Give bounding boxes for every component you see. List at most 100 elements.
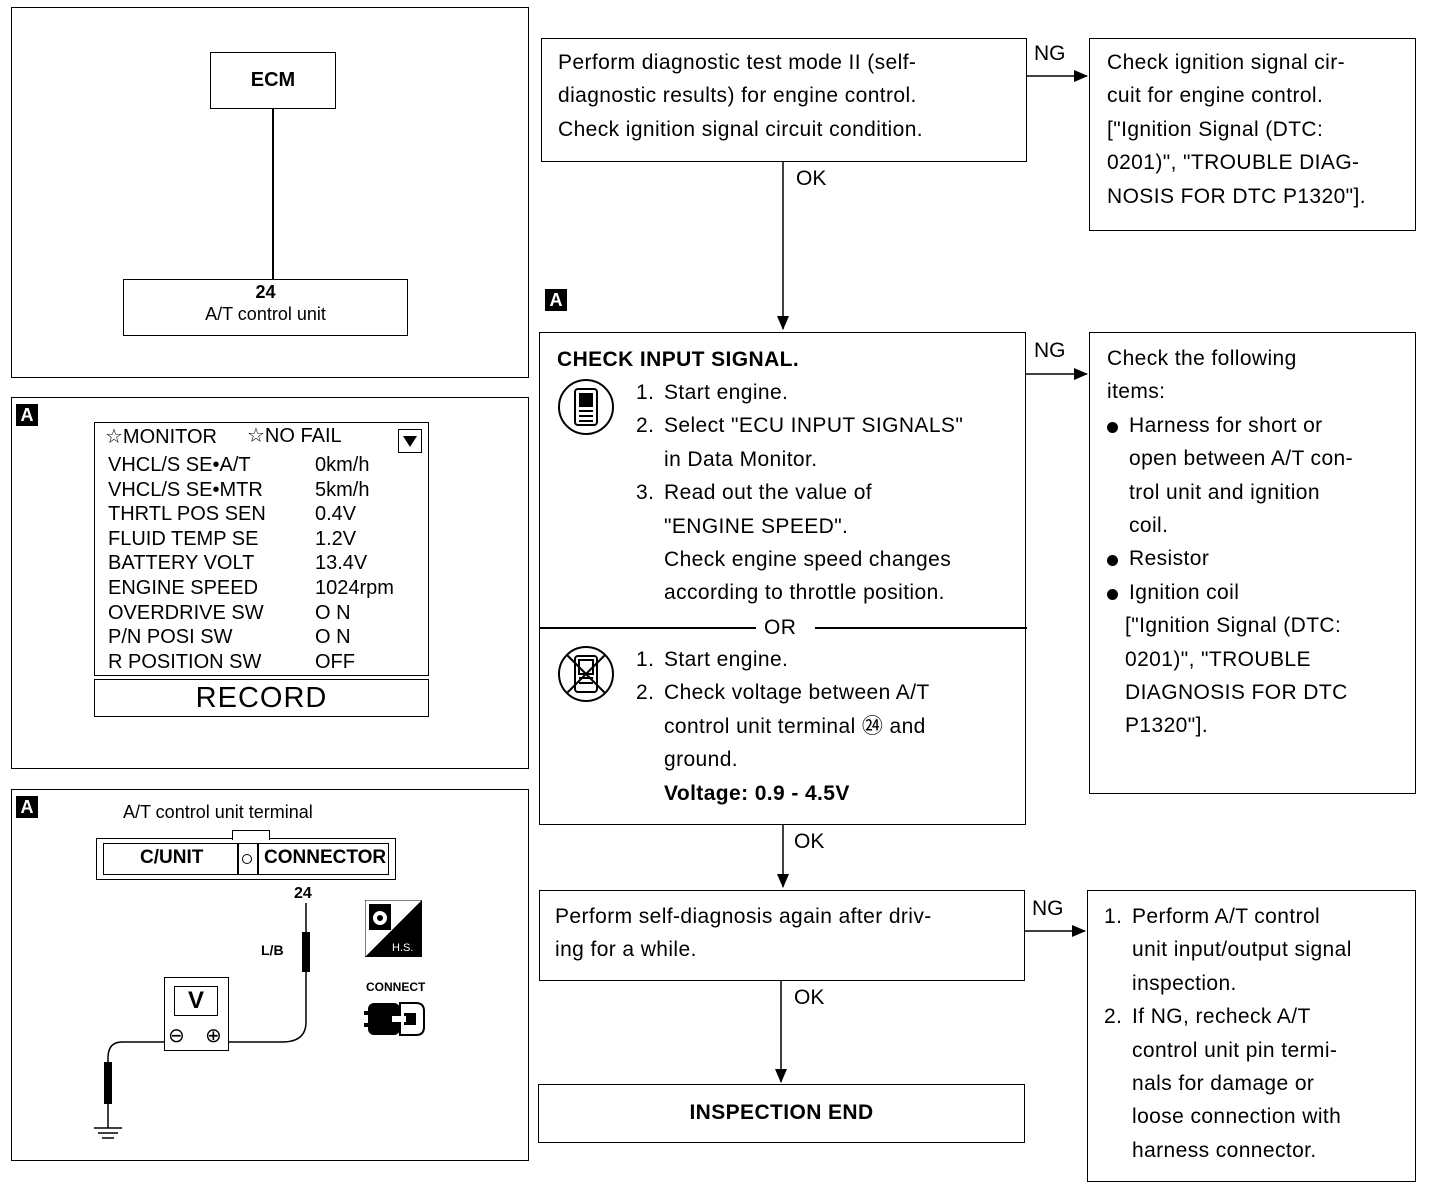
text-line: trol unit and ignition xyxy=(1129,480,1320,504)
text-line: ["Ignition Signal (DTC: xyxy=(1107,117,1324,141)
monitor-row-value: 1.2V xyxy=(315,527,357,550)
plus-terminal: ⊕ xyxy=(205,1025,222,1047)
text-line: DIAGNOSIS FOR DTC xyxy=(1125,681,1348,705)
atcu-box: 24 A/T control unit xyxy=(123,279,408,336)
text-line: Read out the value of xyxy=(664,481,873,505)
text-line: 0201)", "TROUBLE xyxy=(1125,647,1311,671)
connector-tab xyxy=(232,830,270,840)
text-line: cuit for engine control. xyxy=(1107,84,1324,108)
triangle-down-icon xyxy=(403,436,417,447)
hs-label: H.S. xyxy=(392,942,414,954)
ng-label: NG xyxy=(1032,897,1064,920)
text-line: Perform self-diagnosis again after driv- xyxy=(555,905,932,928)
ng-label: NG xyxy=(1034,339,1066,362)
text-line: Check engine speed changes xyxy=(664,548,952,572)
text-line: ground. xyxy=(664,748,739,772)
text-line: harness connector. xyxy=(1132,1138,1317,1162)
connector-label: CONNECTOR xyxy=(264,847,387,868)
text-line: diagnostic results) for engine control. xyxy=(558,84,917,108)
monitor-row-value: 0.4V xyxy=(315,503,357,526)
probe-wiring xyxy=(94,903,310,1139)
or-divider-left xyxy=(540,627,756,629)
bullet-item: Ignition coil xyxy=(1107,576,1415,609)
steps-with-consult: 1.Start engine.2.Select "ECU INPUT SIGNA… xyxy=(636,376,1016,610)
step-number: 2. xyxy=(636,414,655,438)
step-item: 3.Read out the value of"ENGINE SPEED".Ch… xyxy=(636,476,1016,610)
connect-icon xyxy=(364,1002,425,1036)
tag-a: A xyxy=(16,796,38,818)
text-line: Start engine. xyxy=(664,648,789,671)
monitor-row-label: OVERDRIVE SW xyxy=(108,601,264,624)
monitor-row-label: FLUID TEMP SE xyxy=(108,527,259,550)
ng-ignition-check: Check ignition signal cir- cuit for engi… xyxy=(1089,38,1416,231)
text-line: Harness for short or xyxy=(1129,413,1323,437)
or-label: OR xyxy=(764,616,797,639)
ecm-label: ECM xyxy=(250,69,296,91)
text-line: If NG, recheck A/T xyxy=(1132,1005,1311,1029)
step-number: 2. xyxy=(636,681,655,705)
pin-number: 24 xyxy=(255,282,276,302)
step-number: 1. xyxy=(636,648,655,671)
ok-label: OK xyxy=(794,830,825,853)
hs-icon: H.S. xyxy=(364,899,423,958)
tag-a: A xyxy=(16,404,38,426)
text-line: Ignition coil xyxy=(1129,580,1240,604)
text-line: control unit terminal ㉔ and xyxy=(664,714,926,738)
terminal-title: A/T control unit terminal xyxy=(123,802,313,822)
scroll-down-button[interactable] xyxy=(398,429,422,453)
monitor-header-right: ☆NO FAIL xyxy=(247,425,342,447)
monitor-row-value: OFF xyxy=(315,650,355,673)
no-consult-tool-icon xyxy=(558,646,614,702)
end-label: INSPECTION END xyxy=(689,1101,874,1124)
wire-color: L/B xyxy=(261,942,284,958)
ng-check-items: Check the following items: Harness for s… xyxy=(1089,332,1416,794)
connect-label: CONNECT xyxy=(366,980,426,994)
text-line: open between A/T con- xyxy=(1129,447,1353,471)
text-line: "ENGINE SPEED". xyxy=(664,514,849,538)
text-line: loose connection with xyxy=(1132,1105,1342,1129)
consult-tool-icon xyxy=(558,379,614,435)
text-line: Check voltage between A/T xyxy=(664,681,930,705)
monitor-row-label: VHCL/S SE•A/T xyxy=(108,454,251,476)
ok-label: OK xyxy=(796,167,827,190)
bullet-item: Resistor xyxy=(1107,542,1415,575)
monitor-row-label: ENGINE SPEED xyxy=(108,577,259,599)
bullet-item: Harness for short or open between A/T con… xyxy=(1107,409,1415,543)
minus-terminal: ⊖ xyxy=(168,1025,185,1047)
cunit-label: C/UNIT xyxy=(140,847,204,868)
text-line: Perform diagnostic test mode II (self- xyxy=(558,51,917,74)
record-label: RECORD xyxy=(195,682,328,714)
text-line: Check ignition signal circuit condition. xyxy=(558,117,924,141)
check-input-signal: CHECK INPUT SIGNAL. 1.Start engine.2.Sel… xyxy=(539,332,1027,825)
voltmeter-label: V xyxy=(187,987,204,1014)
step-number: 1. xyxy=(636,381,655,404)
monitor-row-label: P/N POSI SW xyxy=(108,626,233,649)
monitor-row-label: VHCL/S SE•MTR xyxy=(108,478,263,501)
check-title: CHECK INPUT SIGNAL. xyxy=(557,348,800,371)
text-line: ing for a while. xyxy=(555,938,697,962)
monitor-row-value: 5km/h xyxy=(315,478,370,501)
atcu-label: A/T control unit xyxy=(205,304,326,324)
text-line: ["Ignition Signal (DTC: xyxy=(1125,614,1342,638)
connector-divider xyxy=(257,843,259,875)
connector-divider xyxy=(237,843,239,875)
pin-hole xyxy=(242,854,252,864)
bullet-dot xyxy=(1107,588,1118,600)
voltmeter-display: V xyxy=(174,986,218,1016)
step-item: 1. Start engine. xyxy=(636,643,1016,676)
text-line: P1320"]. xyxy=(1125,714,1209,738)
ecm-box: ECM xyxy=(210,52,336,109)
inspection-end: INSPECTION END xyxy=(538,1084,1025,1143)
monitor-row-value: 0km/h xyxy=(315,454,370,476)
voltage-spec: Voltage: 0.9 - 4.5V xyxy=(664,781,850,805)
terminal-panel: A A/T control unit terminal C/UNIT CONNE… xyxy=(11,789,529,1161)
record-button[interactable]: RECORD xyxy=(94,679,429,717)
ok-label: OK xyxy=(794,986,825,1009)
text-line: NOSIS FOR DTC P1320"]. xyxy=(1107,184,1366,208)
text-line: unit input/output signal xyxy=(1132,938,1352,962)
step-item: 2. Check voltage between A/T control unit … xyxy=(636,676,1016,776)
text-line: Check ignition signal cir- xyxy=(1107,51,1345,74)
